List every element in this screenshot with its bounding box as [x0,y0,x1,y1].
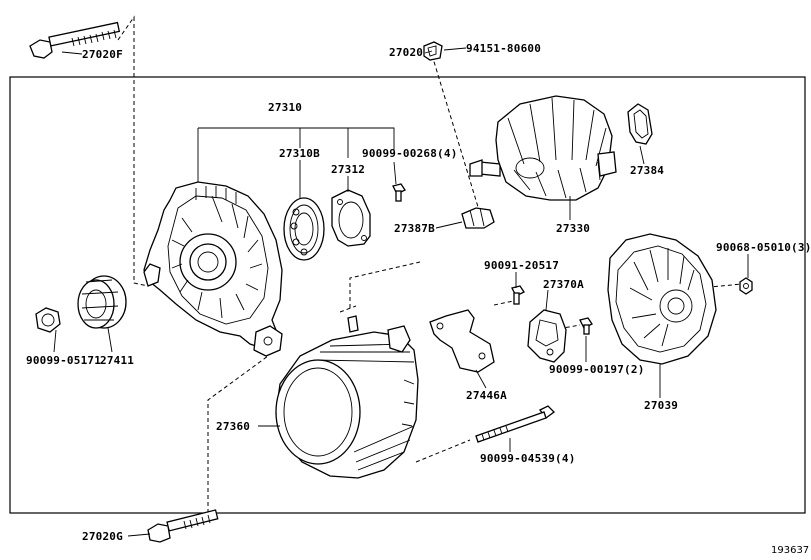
label-90099-00268: 90099-00268(4) [362,147,458,160]
label-90099-05171: 90099-05171 [26,354,101,367]
label-27020f: 27020F [82,48,123,61]
bolt-27020f [29,21,121,59]
nut-90068-05010 [739,277,753,295]
label-90091-20517: 90091-20517 [484,259,559,272]
label-27039: 27039 [644,399,678,412]
assembly-frame [9,76,806,514]
label-27446a: 27446A [466,389,507,402]
label-27360: 27360 [216,420,250,433]
label-94151-80600: 94151-80600 [466,42,541,55]
alignment-line-terminal [431,54,479,208]
label-27411: 27411 [100,354,134,367]
reference-code: 193637 [771,545,809,556]
label-27020: 27020 [389,46,423,59]
rear-cover-27039 [607,233,717,365]
terminal-94151 [423,41,443,61]
bearing-27310b [283,197,325,261]
retainer-plate-27312 [331,189,371,247]
stator-27360 [275,315,419,479]
bolt-27020g [147,509,219,543]
alignment-line-regulator [551,324,581,331]
label-27384: 27384 [630,164,664,177]
bracket-27446a [429,309,495,373]
seal-ring-27384 [627,103,653,145]
label-27330: 27330 [556,222,590,235]
alignment-line-top-bolt [117,15,149,287]
label-27310: 27310 [268,101,302,114]
regulator-27370a [527,309,567,363]
label-27387b: 27387B [394,222,435,235]
rotor-27330 [469,95,617,201]
alignment-line-bolt-27446 [339,305,357,313]
brush-holder-27387b [461,207,495,229]
label-27312: 27312 [331,163,365,176]
alignment-line-long-bolt [415,439,471,463]
label-90099-00197: 90099-00197(2) [549,363,645,376]
screw-90099-00197 [579,317,593,335]
bolt-90099-04539 [475,405,555,443]
label-27370a: 27370A [543,278,584,291]
pulley-27411 [77,275,127,329]
label-90068-05010: 90068-05010(3) [716,241,811,254]
screw-90099-00268 [392,183,406,202]
alignment-line-bottom-bolt [207,355,269,520]
bolt-90091-20517 [511,285,525,305]
drive-end-frame-27310 [143,181,283,357]
alignment-line-stud [349,261,421,308]
leader-lines [53,47,749,537]
label-27020g: 27020G [82,530,123,543]
nut-90099-05171 [35,307,61,333]
label-27310b: 27310B [279,147,320,160]
label-90099-04539: 90099-04539(4) [480,452,576,465]
